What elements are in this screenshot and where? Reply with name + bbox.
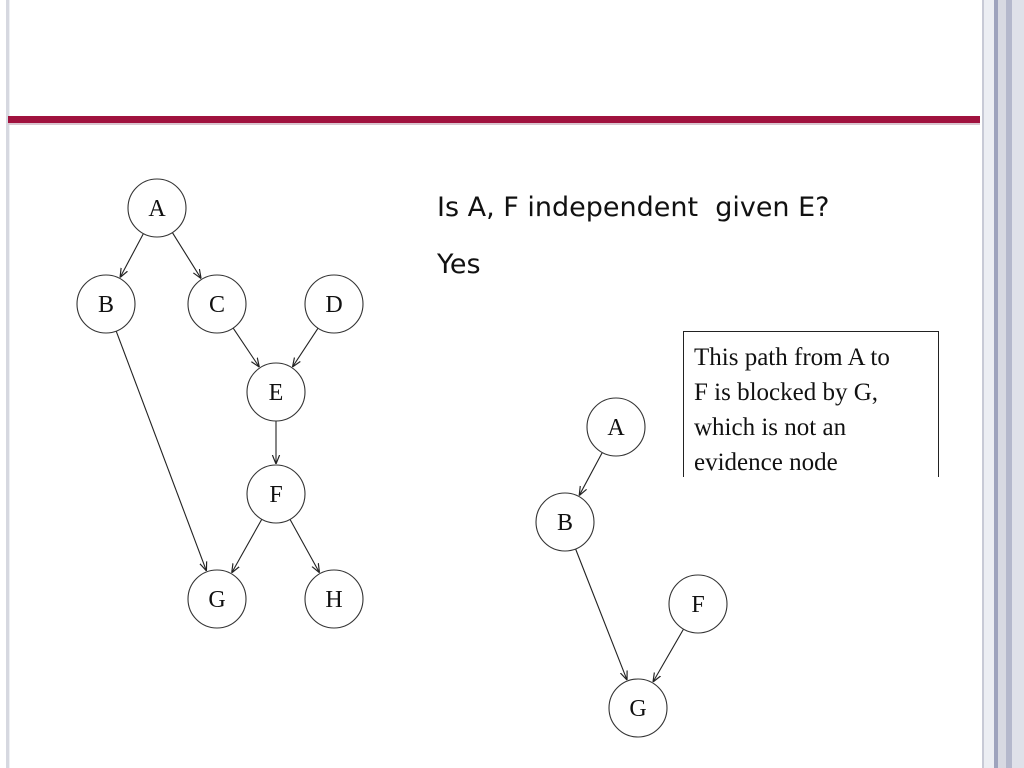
- callout-line: This path from A to: [694, 344, 890, 371]
- node-b-label: B: [98, 292, 114, 318]
- callout-line: evidence node: [694, 449, 838, 476]
- answer-text: Yes: [437, 249, 481, 280]
- right-graph: A B F G: [535, 397, 728, 738]
- callout-line: which is not an: [694, 414, 847, 441]
- node-c-label: C: [209, 292, 225, 318]
- node-b-circle: [535, 492, 595, 552]
- edge-b-to-g: [575, 548, 627, 680]
- left-graph: A B C D E F G H: [76, 178, 364, 629]
- edge-a-to-b: [579, 452, 603, 496]
- node-a-label: A: [607, 415, 625, 441]
- node-e-circle: [246, 362, 306, 422]
- left-border: [6, 0, 9, 768]
- node-g-circle: [608, 678, 668, 738]
- edge-a-to-b: [120, 233, 144, 278]
- node-g-label: G: [629, 696, 646, 722]
- right-frame: [980, 0, 1024, 768]
- edge-f-to-g: [232, 519, 263, 573]
- callout-line: F is blocked by G,: [694, 379, 879, 406]
- title-divider-shadow: [8, 123, 982, 125]
- node-h-label: H: [325, 587, 342, 613]
- edge-a-to-c: [171, 232, 201, 279]
- node-a-label: A: [148, 196, 166, 222]
- node-g-label: G: [208, 587, 225, 613]
- title-divider: [8, 116, 982, 123]
- node-d-circle: [304, 274, 364, 334]
- edge-f-to-g: [653, 628, 684, 682]
- edge-f-to-h: [289, 519, 319, 572]
- title-area: [10, 0, 980, 112]
- edge-b-to-g: [115, 330, 206, 571]
- node-a-circle: [586, 397, 646, 457]
- node-f-label: F: [691, 592, 704, 618]
- node-h-circle: [304, 569, 364, 629]
- edge-d-to-e: [293, 327, 319, 367]
- question-text: Is A, F independent given E?: [437, 192, 830, 223]
- node-a-circle: [127, 178, 187, 238]
- node-c-circle: [187, 274, 247, 334]
- node-f-circle: [246, 464, 306, 524]
- node-b-label: B: [557, 510, 573, 536]
- node-f-label: F: [269, 482, 282, 508]
- left-border-highlight: [9, 0, 10, 768]
- node-f-circle: [668, 574, 728, 634]
- node-d-label: D: [325, 292, 342, 318]
- node-g-circle: [187, 569, 247, 629]
- node-b-circle: [76, 274, 136, 334]
- edge-c-to-e: [232, 327, 259, 367]
- callout-box: This path from A to F is blocked by G, w…: [683, 331, 939, 477]
- node-e-label: E: [269, 380, 284, 406]
